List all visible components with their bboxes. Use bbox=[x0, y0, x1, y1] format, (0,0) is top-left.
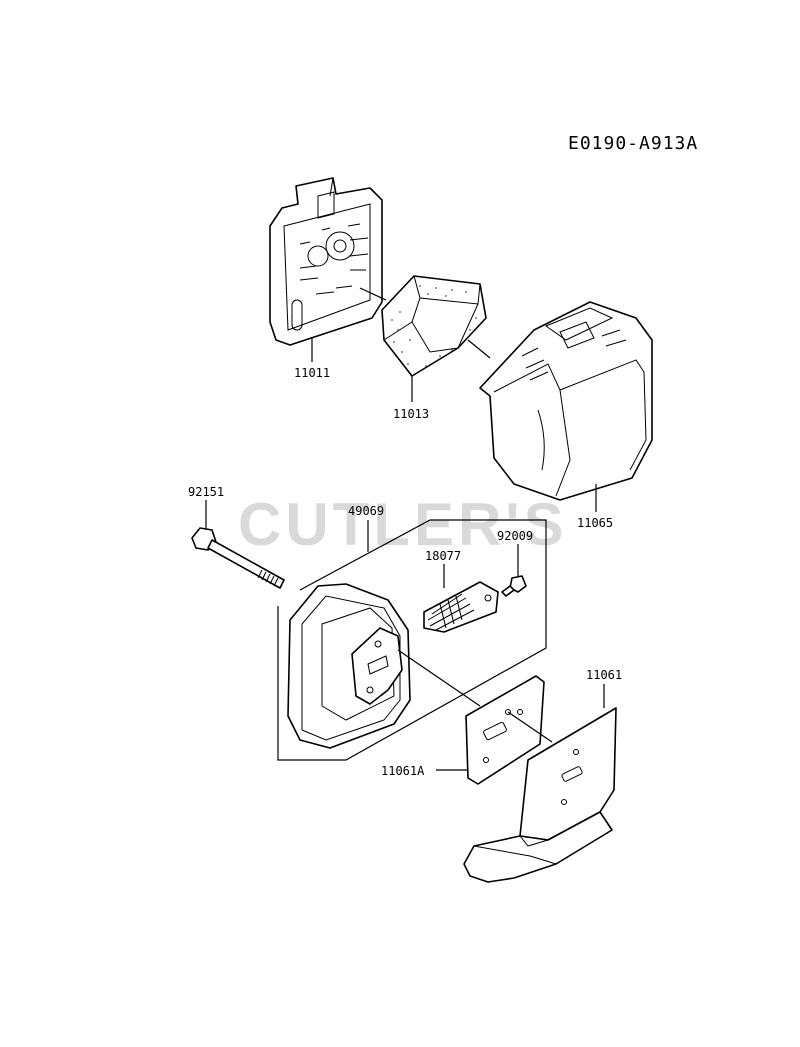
part-11065-air-cleaner-cover[interactable] bbox=[479, 301, 653, 501]
part-label-11011: 11011 bbox=[294, 366, 330, 380]
part-18077-spark-arrester[interactable] bbox=[423, 581, 499, 633]
part-11011-air-cleaner-base[interactable] bbox=[269, 177, 383, 346]
part-92151-bolt[interactable] bbox=[191, 527, 285, 589]
part-11061A-gasket[interactable] bbox=[465, 675, 545, 785]
part-label-92009: 92009 bbox=[497, 529, 533, 543]
part-label-11013: 11013 bbox=[393, 407, 429, 421]
part-49069-muffler[interactable] bbox=[287, 583, 411, 749]
part-label-18077: 18077 bbox=[425, 549, 461, 563]
part-label-92151: 92151 bbox=[188, 485, 224, 499]
part-11013-foam-filter[interactable] bbox=[381, 275, 487, 377]
watermark: CUTLER'S bbox=[238, 491, 568, 558]
part-92009-screw[interactable] bbox=[501, 575, 527, 597]
part-11061-muffler-cover[interactable] bbox=[463, 707, 617, 883]
part-label-49069: 49069 bbox=[348, 504, 384, 518]
part-label-11061A: 11061A bbox=[381, 764, 425, 778]
diagram-code: E0190-A913A bbox=[568, 133, 698, 154]
part-label-11065: 11065 bbox=[577, 516, 613, 530]
assembly-bracket-49069 bbox=[277, 519, 547, 761]
part-label-11061: 11061 bbox=[586, 668, 622, 682]
